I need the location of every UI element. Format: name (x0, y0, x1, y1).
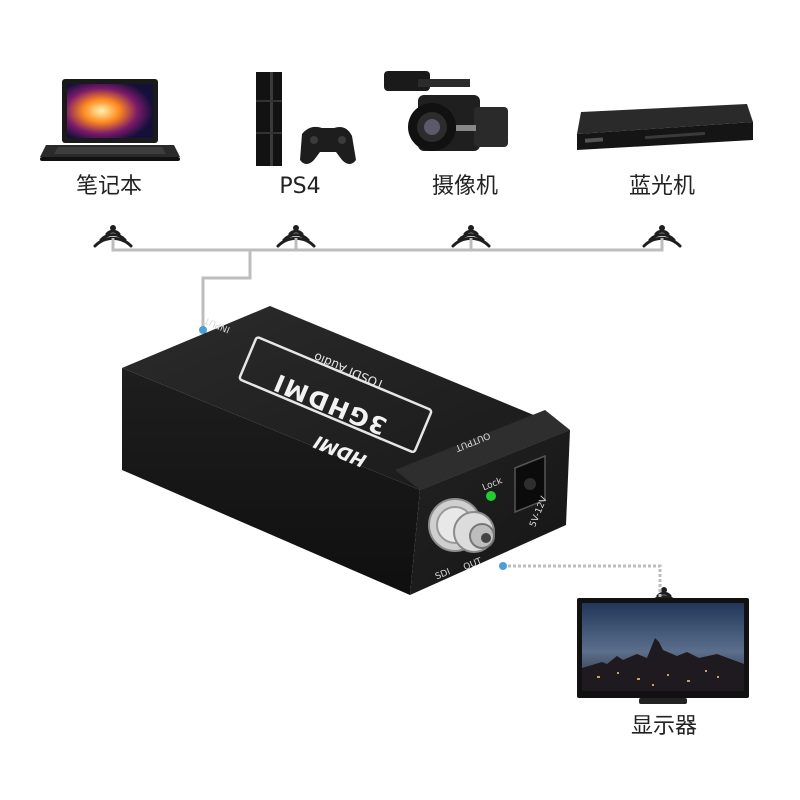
device-label-ps4: PS4 (279, 174, 321, 199)
game-console-icon (256, 72, 356, 166)
bluray-player-icon (577, 104, 753, 150)
camcorder-icon (384, 71, 508, 151)
device-label-laptop: 笔记本 (75, 174, 142, 199)
device-label-bluray: 蓝光机 (628, 174, 695, 199)
tv-icon (577, 598, 749, 704)
lock-led (486, 491, 496, 501)
display-label: 显示器 (630, 714, 697, 739)
device-label-camcorder: 摄像机 (431, 174, 498, 199)
laptop-icon (40, 79, 180, 161)
